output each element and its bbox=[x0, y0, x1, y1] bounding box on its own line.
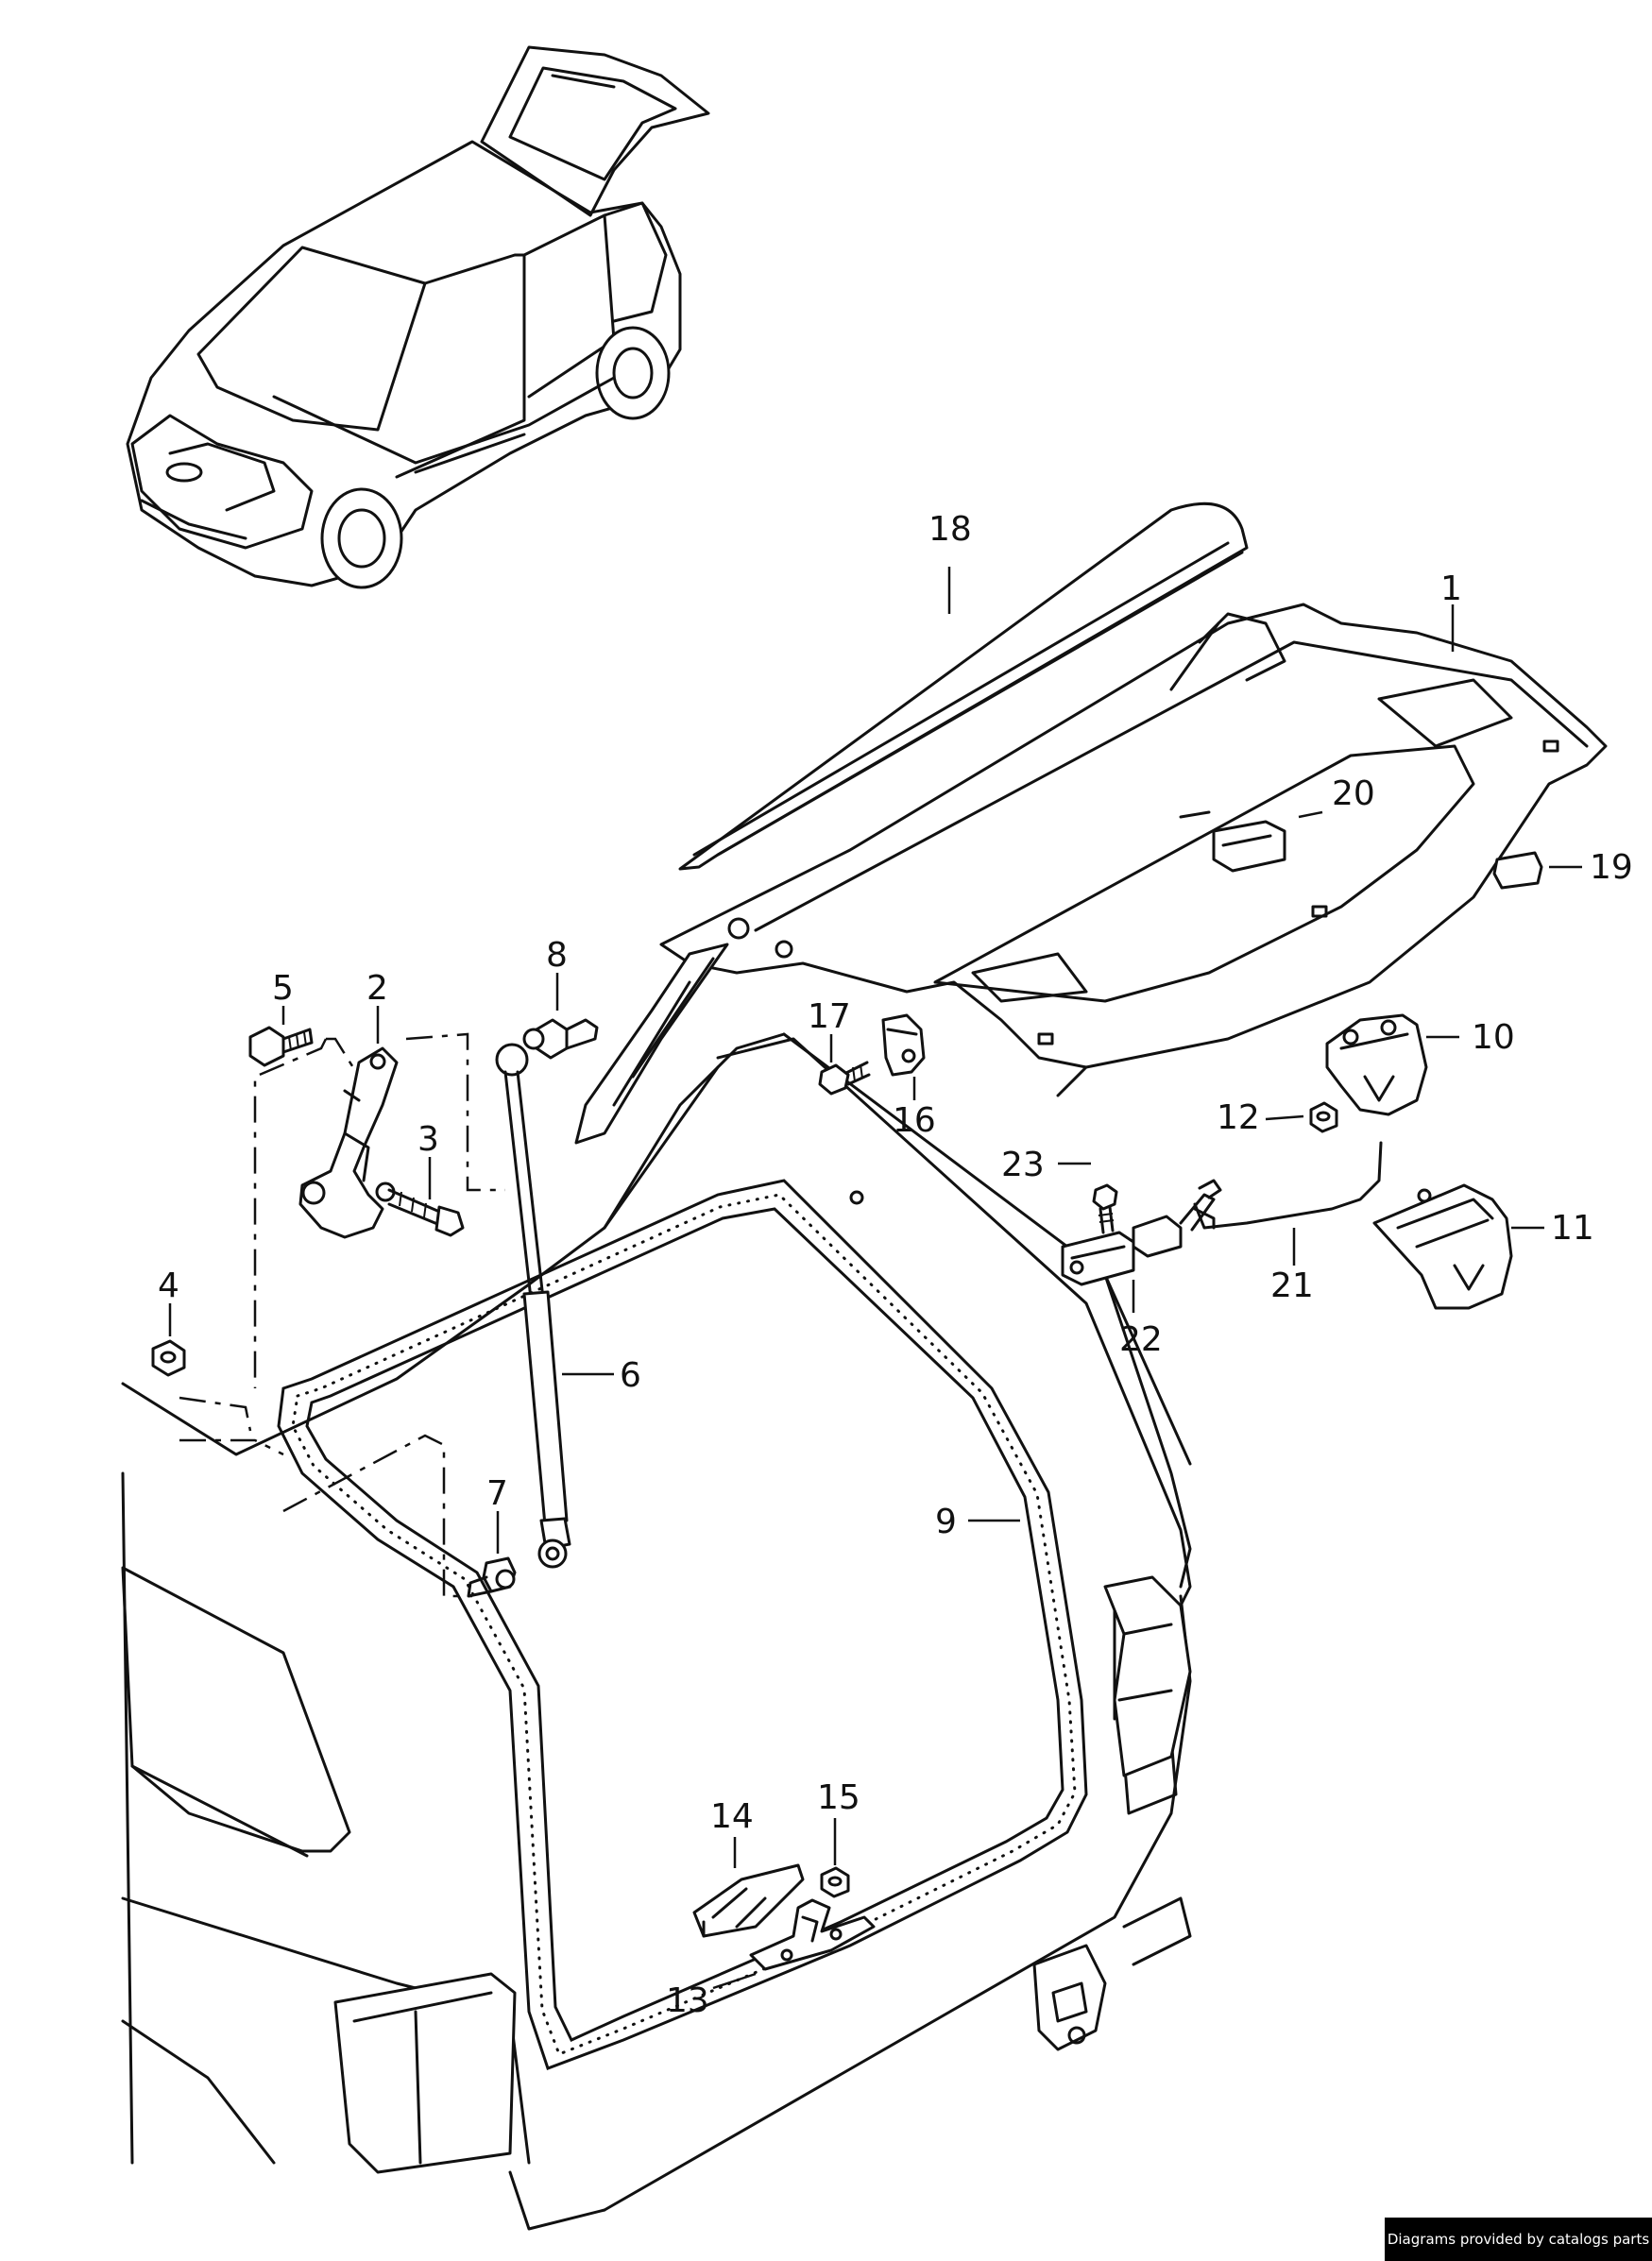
callout-7: 7 bbox=[486, 1474, 508, 1513]
part-17-screw bbox=[818, 1061, 871, 1096]
part-3-bolt bbox=[387, 1188, 465, 1237]
part-13-striker bbox=[749, 1898, 876, 1971]
part-5-bolt bbox=[248, 1026, 314, 1067]
part-23-screw bbox=[1092, 1183, 1118, 1234]
assembly-lines bbox=[179, 1032, 505, 1598]
part-18-trim-strip bbox=[678, 502, 1249, 871]
leader-lines bbox=[168, 567, 1582, 1990]
callout-5: 5 bbox=[272, 969, 294, 1008]
part-15-nut bbox=[820, 1866, 850, 1898]
callout-16: 16 bbox=[893, 1101, 936, 1140]
part-10-lock bbox=[1325, 1013, 1428, 1116]
callout-9: 9 bbox=[935, 1503, 957, 1541]
part-6-gas-strut bbox=[495, 1043, 571, 1569]
part-22-actuator bbox=[1061, 1193, 1216, 1286]
callout-10: 10 bbox=[1472, 1018, 1515, 1057]
part-7-ball-stud bbox=[467, 1556, 517, 1598]
callout-17: 17 bbox=[808, 997, 851, 1036]
car-thumbnail bbox=[126, 45, 710, 589]
hinge-bracket bbox=[574, 917, 793, 1145]
callout-3: 3 bbox=[417, 1120, 439, 1159]
callout-15: 15 bbox=[817, 1778, 860, 1817]
credit-badge: Diagrams provided by catalogs parts bbox=[1385, 2218, 1652, 2261]
part-16-bracket bbox=[881, 1013, 926, 1077]
callout-1: 1 bbox=[1440, 570, 1462, 608]
part-21-cable bbox=[1193, 1141, 1383, 1230]
part-8-ball-stud bbox=[522, 1018, 599, 1060]
callout-labels: 1 2 3 4 5 6 7 8 9 10 11 12 13 14 15 16 1… bbox=[158, 510, 1633, 2020]
callout-8: 8 bbox=[546, 936, 568, 975]
callout-23: 23 bbox=[1001, 1146, 1045, 1184]
callout-12: 12 bbox=[1217, 1098, 1260, 1137]
part-20-switch bbox=[1179, 810, 1286, 873]
callout-13: 13 bbox=[666, 1981, 709, 2020]
part-2-hinge bbox=[298, 1046, 399, 1239]
callout-6: 6 bbox=[620, 1356, 641, 1395]
callout-20: 20 bbox=[1332, 774, 1375, 813]
part-4-nut bbox=[151, 1339, 186, 1377]
part-19-clip bbox=[1492, 851, 1543, 890]
tailgate-opening-body bbox=[121, 1032, 1192, 2231]
part-12-nut bbox=[1309, 1101, 1338, 1133]
callout-18: 18 bbox=[928, 510, 972, 549]
part-1-tailgate-panel bbox=[659, 603, 1608, 1097]
callout-2: 2 bbox=[366, 969, 388, 1008]
callout-22: 22 bbox=[1119, 1320, 1163, 1359]
callout-19: 19 bbox=[1590, 848, 1633, 887]
part-11-latch bbox=[1372, 1183, 1513, 1310]
callout-11: 11 bbox=[1551, 1209, 1594, 1248]
part-14-bracket bbox=[692, 1863, 805, 1938]
callout-21: 21 bbox=[1270, 1266, 1314, 1305]
callout-14: 14 bbox=[710, 1797, 754, 1836]
callout-4: 4 bbox=[158, 1266, 179, 1305]
